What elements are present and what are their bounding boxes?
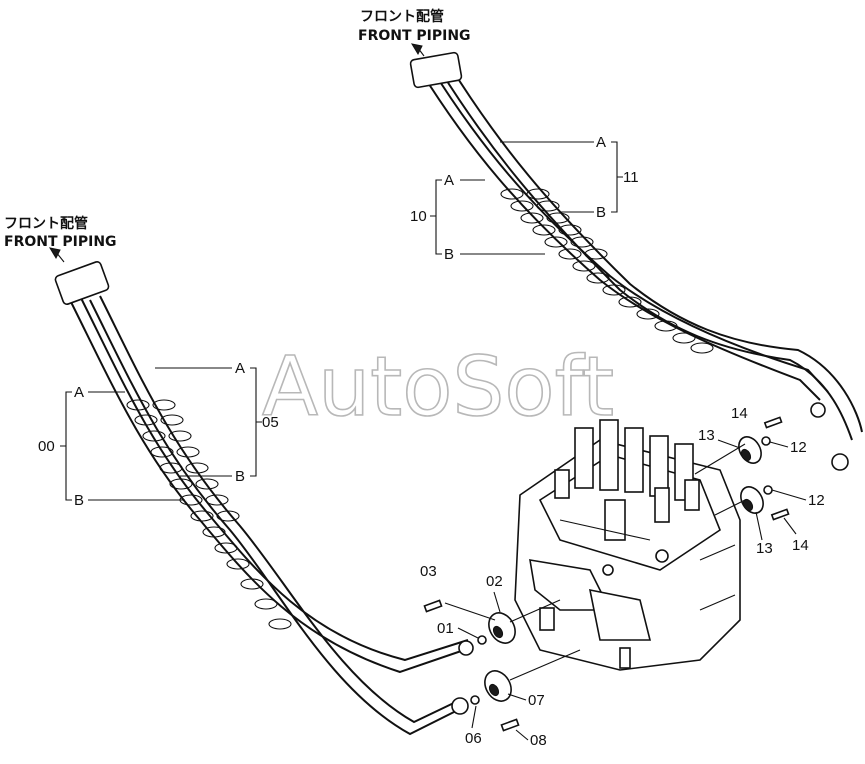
front-piping-left-jp: フロント配管 <box>4 215 88 232</box>
part-14-upper: 14 <box>731 405 748 422</box>
left-bracket-05: A B 05 <box>155 360 279 485</box>
part-03: 03 <box>420 563 437 580</box>
part-14-lower: 14 <box>792 537 809 554</box>
right-flange-upper <box>694 416 783 475</box>
part-07: 07 <box>528 692 545 709</box>
watermark: AutoSoft <box>262 340 614 435</box>
right-bracket-10: A B 10 <box>410 172 545 263</box>
arrow-head-left <box>48 247 61 260</box>
label-right-10: 10 <box>410 208 427 225</box>
part-12-lower: 12 <box>808 492 825 509</box>
part-01: 01 <box>437 620 454 637</box>
label-left-b2: B <box>235 468 245 485</box>
front-piping-right-jp: フロント配管 <box>360 8 444 25</box>
arrow-head-right <box>410 43 423 56</box>
part-08: 08 <box>530 732 547 749</box>
label-left-05: 05 <box>262 414 279 431</box>
part-12-upper: 12 <box>790 439 807 456</box>
flange-07 <box>470 649 581 732</box>
part-02: 02 <box>486 573 503 590</box>
part-06: 06 <box>465 730 482 747</box>
label-left-00: 00 <box>38 438 55 455</box>
part-labels: 03 02 01 07 06 08 14 13 12 12 13 14 <box>420 405 825 749</box>
right-hose-assembly <box>409 51 863 471</box>
label-right-a2: A <box>596 134 606 151</box>
label-left-a2: A <box>235 360 245 377</box>
label-right-b: B <box>444 246 454 263</box>
control-valve <box>514 419 741 671</box>
label-right-a: A <box>444 172 454 189</box>
front-piping-right-en: FRONT PIPING <box>358 28 471 44</box>
label-left-b: B <box>74 492 84 509</box>
left-hose-assembly <box>54 261 474 736</box>
left-bracket-00: A B 00 <box>38 384 185 509</box>
label-left-a: A <box>74 384 84 401</box>
part-13-upper: 13 <box>698 427 715 444</box>
right-bracket-11: A B 11 <box>500 134 639 221</box>
flange-02 <box>423 599 561 645</box>
right-flange-lower <box>714 485 790 521</box>
part-13-lower: 13 <box>756 540 773 557</box>
label-right-b2: B <box>596 204 606 221</box>
label-right-11: 11 <box>623 169 639 186</box>
front-piping-left-en: FRONT PIPING <box>4 234 117 250</box>
